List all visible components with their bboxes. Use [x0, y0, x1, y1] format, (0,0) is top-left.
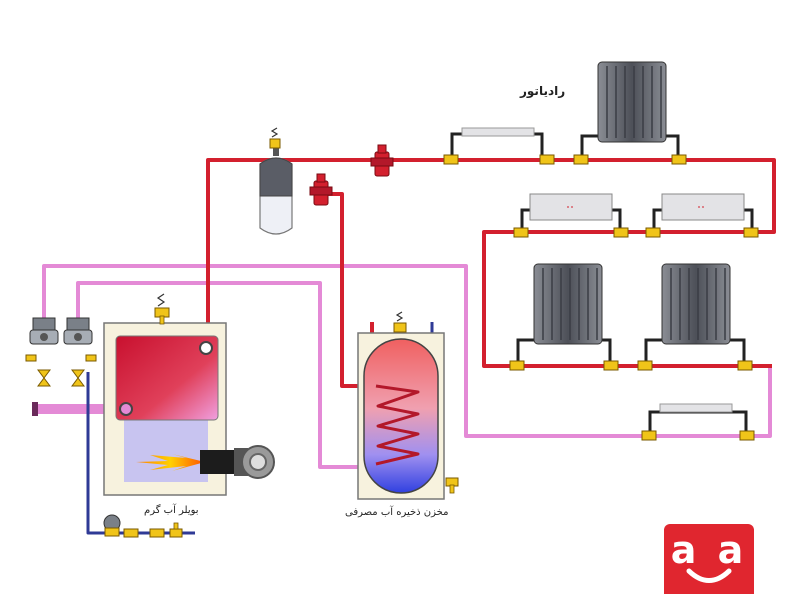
- return-pipe-outer: [42, 264, 772, 438]
- storage-tank: [357, 311, 459, 500]
- panel-radiator-bottom: [641, 403, 755, 441]
- burner-flame: [136, 454, 205, 471]
- boiler-safety-valve: [154, 293, 170, 325]
- burner-nozzle: [200, 450, 236, 474]
- panel-radiator-mid-right: [645, 193, 759, 238]
- column-radiator-low-left: [509, 263, 619, 371]
- return-pump-right: [63, 317, 93, 345]
- tank-heating-coil: [375, 384, 420, 466]
- radiator-label: رادیاتور: [520, 84, 566, 98]
- supply-riser: [206, 158, 776, 368]
- cold-water-valves: [103, 514, 183, 538]
- column-radiator-low-right: [637, 263, 753, 371]
- supply-pump-main: [370, 144, 394, 177]
- check-valves: [25, 354, 97, 387]
- brand-logo: a a: [664, 524, 754, 594]
- boiler-outlet: [199, 341, 213, 355]
- air-vent: [269, 127, 281, 149]
- panel-radiator-top: [443, 127, 555, 165]
- return-pipes: [42, 264, 772, 469]
- tank-label: مخزن ذخیره آب مصرفی: [345, 507, 449, 518]
- expansion-tank: [259, 146, 293, 235]
- boiler: [103, 293, 275, 496]
- tank-water: [363, 338, 439, 494]
- smile-icon: [686, 568, 732, 583]
- panel-radiator-mid-left: [513, 193, 629, 238]
- return-pump-left: [29, 317, 59, 345]
- brand-logo-text: a a: [670, 528, 748, 572]
- column-radiator-top: [573, 61, 687, 165]
- boiler-label: بویلر آب گرم: [144, 505, 199, 516]
- boiler-water-jacket: [115, 335, 219, 421]
- return-pipe-inner: [76, 281, 378, 469]
- boiler-inlet: [119, 402, 133, 416]
- boiler-return-stub: [32, 402, 38, 416]
- supply-pump-tank: [309, 173, 333, 206]
- boiler-return-pipe: [36, 404, 128, 414]
- boiler-combustion-chamber: [124, 420, 208, 482]
- tank-relief-valve: [393, 311, 407, 333]
- tank-drain-valve: [445, 477, 459, 494]
